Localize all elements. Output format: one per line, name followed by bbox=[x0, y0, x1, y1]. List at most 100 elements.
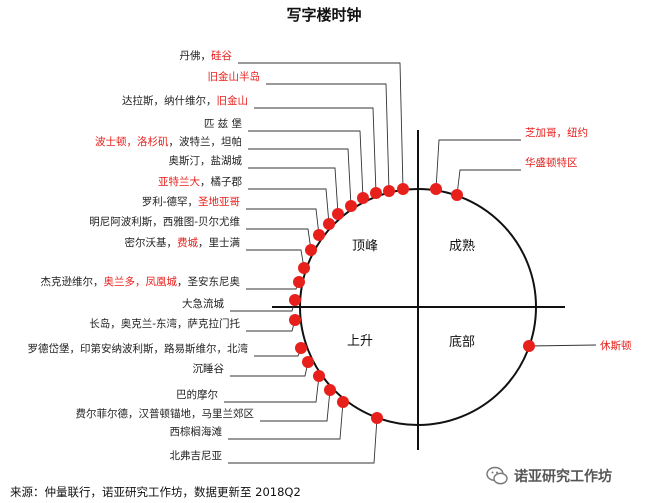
city-label-left-3: 达拉斯，纳什维尔，旧金山 bbox=[122, 94, 248, 107]
leader-line bbox=[248, 188, 330, 225]
city-label-part: 罗利-德罕， bbox=[142, 195, 198, 208]
city-label-part: ，橘子郡 bbox=[200, 176, 242, 188]
city-label-left-13: 长岛，奥克兰-东湾，萨克拉门托 bbox=[89, 317, 240, 330]
leader-line bbox=[238, 62, 404, 190]
wechat-icon bbox=[486, 466, 508, 485]
leader-line bbox=[246, 228, 312, 251]
city-dot-left-7 bbox=[323, 218, 335, 230]
city-dot-left-11 bbox=[293, 276, 305, 288]
leader-line bbox=[260, 389, 331, 422]
leader-line bbox=[246, 208, 320, 236]
city-label-left-2: 旧金山半岛 bbox=[208, 70, 261, 83]
city-label-part: 丹佛， bbox=[180, 49, 212, 62]
city-dot-left-5 bbox=[345, 200, 357, 212]
leader-line bbox=[266, 83, 390, 192]
leader-line bbox=[254, 107, 377, 194]
city-dot-right-1 bbox=[430, 183, 442, 195]
city-label-part: 休斯顿 bbox=[600, 339, 632, 352]
leader-line bbox=[248, 167, 339, 215]
city-label-part: 罗德岱堡，印第安纳波利斯，路易斯维尔，北湾 bbox=[28, 342, 249, 355]
city-dot-left-6 bbox=[332, 208, 344, 220]
city-dot-left-4 bbox=[357, 192, 369, 204]
city-label-left-19: 北弗吉尼亚 bbox=[170, 449, 223, 462]
city-label-part: 波士顿，洛杉矶 bbox=[95, 135, 169, 148]
city-label-part: 圣地亚哥 bbox=[198, 195, 240, 208]
city-label-left-8: 罗利-德罕，圣地亚哥 bbox=[142, 195, 240, 208]
diagram-title: 写字楼时钟 bbox=[286, 6, 362, 24]
city-label-part: 亚特兰大 bbox=[158, 175, 200, 188]
leader-line bbox=[254, 347, 302, 357]
city-label-left-15: 沉睡谷 bbox=[193, 362, 225, 375]
city-label-left-11: 杰克逊维尔，奥兰多，凤凰城，圣安东尼奥 bbox=[41, 275, 241, 288]
quadrant-label-top-right: 成熟 bbox=[449, 238, 475, 254]
city-label-left-16: 巴的摩尔 bbox=[176, 388, 218, 401]
city-dot-left-13 bbox=[289, 314, 301, 326]
leader-line bbox=[224, 375, 320, 403]
leader-line bbox=[435, 139, 521, 190]
city-dot-left-18 bbox=[337, 396, 349, 408]
watermark: 诺亚研究工作坊 bbox=[486, 466, 612, 486]
city-label-part: 芝加哥，纽约 bbox=[525, 126, 588, 139]
city-label-part: 奥斯汀，盐湖城 bbox=[169, 154, 243, 167]
city-dot-left-16 bbox=[313, 370, 325, 382]
city-label-left-12: 大急流城 bbox=[182, 297, 224, 310]
city-label-right-1: 芝加哥，纽约 bbox=[525, 126, 588, 139]
leader-line bbox=[246, 319, 296, 332]
source-note: 来源：仲量联行，诺亚研究工作坊，数据更新至 2018Q2 bbox=[10, 485, 301, 499]
city-label-part: 旧金山 bbox=[217, 94, 249, 107]
city-label-left-1: 丹佛，硅谷 bbox=[180, 49, 233, 62]
quadrant-label-top-left: 顶峰 bbox=[352, 239, 378, 254]
leader-line bbox=[228, 417, 378, 464]
city-dot-left-10 bbox=[298, 262, 310, 274]
city-label-part: ，里士满 bbox=[198, 236, 240, 249]
leader-line bbox=[230, 299, 296, 312]
city-label-part: 华盛顿特区 bbox=[525, 156, 578, 169]
city-label-part: ，圣安东尼奥 bbox=[177, 275, 240, 288]
city-label-left-9: 明尼阿波利斯，西雅图-贝尔尤维 bbox=[89, 215, 240, 228]
watermark-text: 诺亚研究工作坊 bbox=[514, 469, 612, 485]
city-dot-right-3 bbox=[523, 340, 535, 352]
city-label-part: 达拉斯，纳什维尔， bbox=[122, 94, 217, 107]
city-label-left-5: 波士顿，洛杉矶，波特兰，坦帕 bbox=[95, 135, 242, 148]
city-label-part: 密尔沃基， bbox=[125, 236, 178, 249]
city-label-part: 沉睡谷 bbox=[193, 362, 225, 375]
leader-line bbox=[246, 281, 300, 290]
city-label-left-7: 亚特兰大，橘子郡 bbox=[158, 175, 242, 188]
city-label-left-10: 密尔沃基，费城，里士满 bbox=[125, 236, 241, 249]
city-dot-left-1 bbox=[397, 183, 409, 195]
quadrant-label-bottom-left: 上升 bbox=[347, 334, 373, 349]
city-dot-left-3 bbox=[370, 187, 382, 199]
leader-line bbox=[528, 344, 597, 347]
city-label-part: 大急流城 bbox=[182, 297, 224, 310]
city-label-part: 费城 bbox=[177, 236, 198, 249]
city-label-part: 匹 兹 堡 bbox=[204, 117, 243, 130]
city-label-part: 明尼阿波利斯，西雅图-贝尔尤维 bbox=[89, 215, 240, 228]
city-label-left-18: 西棕榈海滩 bbox=[170, 425, 223, 438]
city-dot-left-15 bbox=[302, 356, 314, 368]
city-label-part: 奥兰多，凤凰城 bbox=[104, 275, 178, 288]
city-label-part: 西棕榈海滩 bbox=[170, 425, 223, 438]
city-label-left-4: 匹 兹 堡 bbox=[204, 117, 243, 130]
city-label-left-6: 奥斯汀，盐湖城 bbox=[169, 154, 243, 167]
city-dot-left-17 bbox=[324, 384, 336, 396]
city-label-part: 巴的摩尔 bbox=[176, 388, 218, 401]
quadrant-label-bottom-right: 底部 bbox=[449, 334, 475, 350]
leader-line bbox=[228, 401, 344, 440]
leader-line bbox=[248, 130, 364, 199]
city-dot-left-9 bbox=[305, 244, 317, 256]
city-dot-left-2 bbox=[383, 185, 395, 197]
city-label-part: ，波特兰，坦帕 bbox=[169, 135, 243, 148]
city-dot-left-19 bbox=[371, 412, 383, 424]
leader-line bbox=[246, 249, 305, 269]
leader-line bbox=[456, 169, 521, 196]
leader-line bbox=[248, 148, 352, 207]
city-label-part: 旧金山半岛 bbox=[208, 70, 261, 83]
city-dot-left-12 bbox=[289, 294, 301, 306]
city-label-right-2: 华盛顿特区 bbox=[525, 156, 578, 169]
city-label-part: 北弗吉尼亚 bbox=[170, 449, 223, 462]
city-dot-left-14 bbox=[295, 342, 307, 354]
city-label-part: 长岛，奥克兰-东湾，萨克拉门托 bbox=[89, 317, 240, 330]
leader-line bbox=[230, 361, 309, 377]
